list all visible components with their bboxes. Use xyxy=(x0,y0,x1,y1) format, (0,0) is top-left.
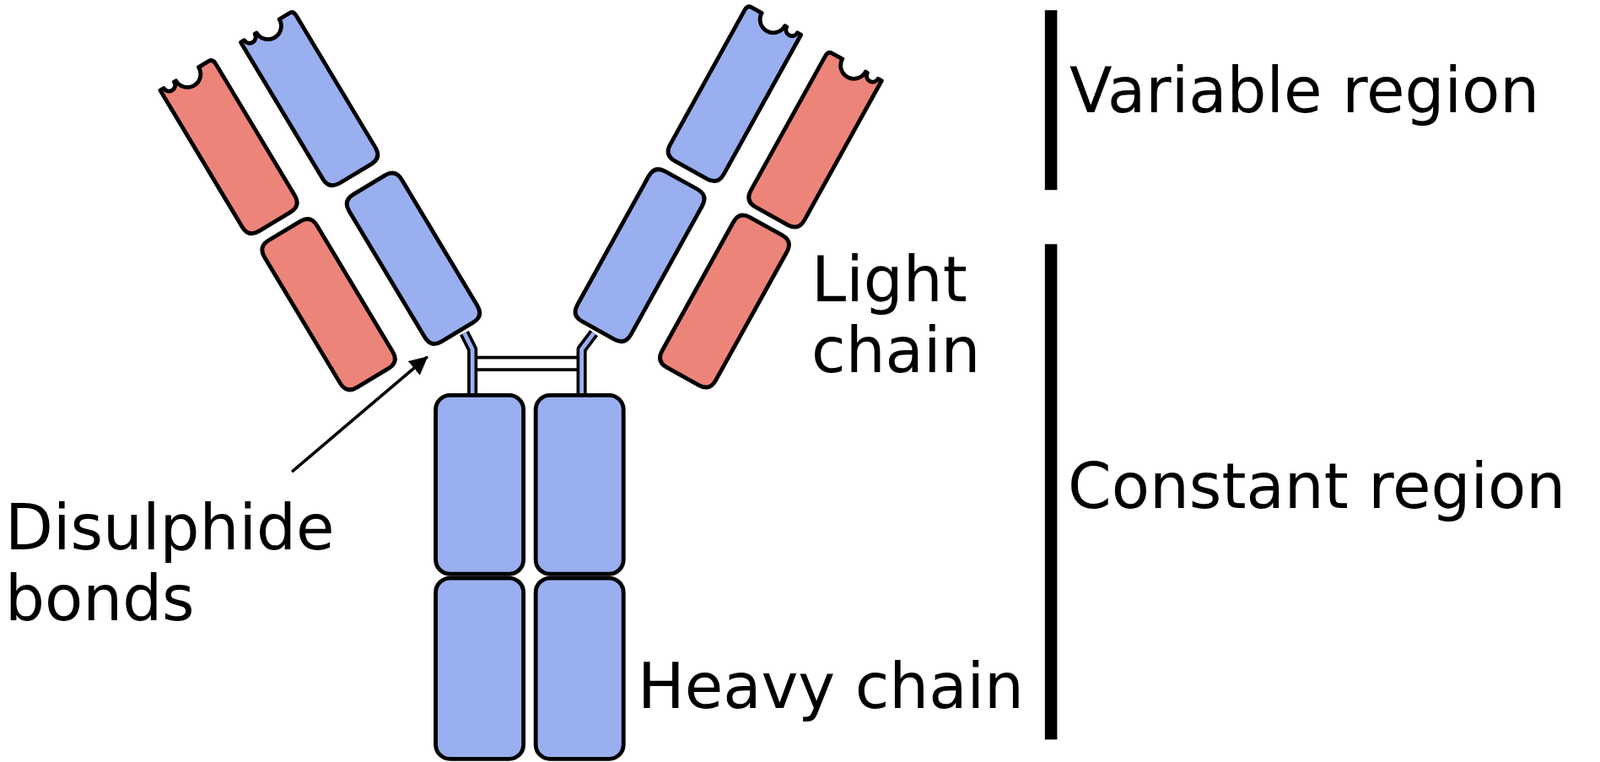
hinge-outline xyxy=(581,333,595,399)
hinge-outline xyxy=(463,333,473,399)
part-label: Disulphide bonds xyxy=(5,492,360,634)
disulphide-bond xyxy=(475,367,579,372)
leader-arrow xyxy=(292,357,426,471)
hinge-right xyxy=(581,333,595,399)
part-label: Heavy chain xyxy=(637,651,1043,722)
hinge-left xyxy=(463,333,473,399)
region-bracket xyxy=(1045,10,1058,190)
light-variable-domain xyxy=(744,51,882,232)
disulphide-bond xyxy=(475,355,579,360)
region-label: Constant region xyxy=(1067,451,1595,523)
heavy-constant-domain xyxy=(535,577,624,759)
heavy-constant-domain xyxy=(436,394,524,574)
part-label: Light chain xyxy=(811,244,1040,386)
heavy-variable-domain xyxy=(241,10,383,190)
region-label: Variable region xyxy=(1069,55,1593,127)
heavy-constant-domain xyxy=(436,577,524,759)
heavy-constant-domain xyxy=(535,394,624,574)
heavy-constant-domain xyxy=(343,168,485,348)
region-bracket xyxy=(1045,243,1058,739)
light-constant-domain xyxy=(656,211,793,392)
